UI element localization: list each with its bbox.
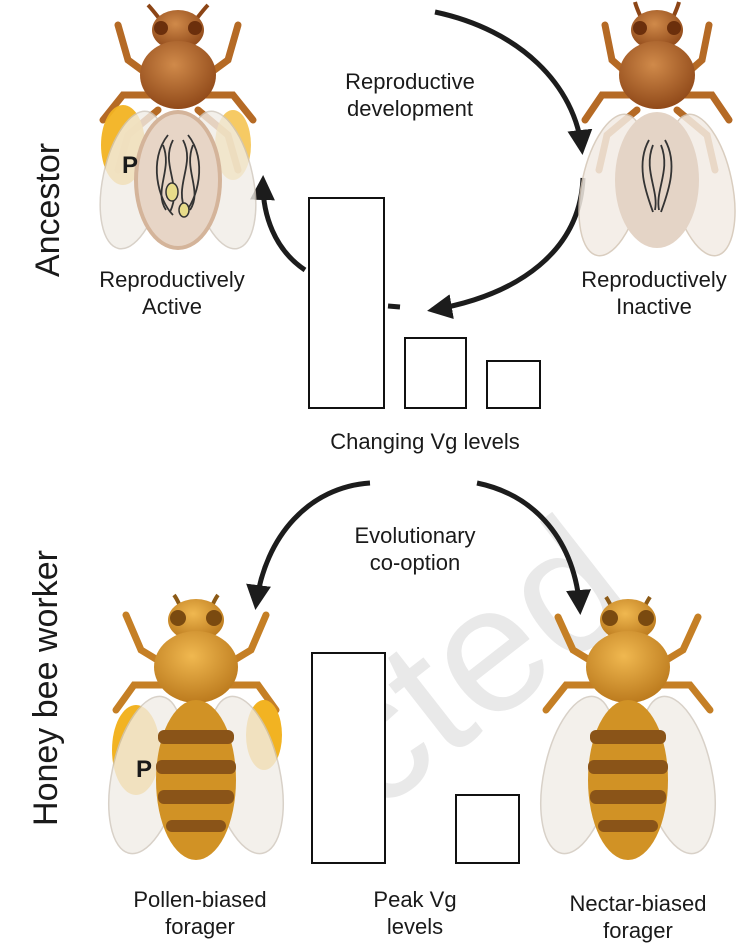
label-changing-vg-levels: Changing Vg levels	[280, 428, 570, 455]
label-line: Pollen-biased	[100, 886, 300, 913]
label-line: Peak Vg	[355, 886, 475, 913]
label-evolutionary-cooption: Evolutionary co-option	[335, 522, 495, 576]
label-nectar-biased-forager: Nectar-biased forager	[538, 890, 738, 944]
label-pollen-biased-forager: Pollen-biased forager	[100, 886, 300, 940]
arrow-to-bars	[388, 178, 583, 310]
ancestor-active-bee	[89, 5, 267, 255]
label-line: forager	[100, 913, 300, 940]
arrow-to-active	[263, 180, 305, 270]
vg-bottom-bar-1	[311, 652, 386, 864]
nectar-forager-bee	[528, 597, 728, 860]
label-reproductively-active: Reproductively Active	[72, 266, 272, 320]
label-line: development	[330, 95, 490, 122]
label-line: Inactive	[559, 293, 749, 320]
label-line: Reproductively	[559, 266, 749, 293]
vg-top-bar-1	[308, 197, 385, 409]
label-reproductively-inactive: Reproductively Inactive	[559, 266, 749, 320]
pollen-forager-bee	[96, 595, 296, 860]
vg-bottom-bar-2	[455, 794, 520, 864]
label-peak-vg-levels: Peak Vg levels	[355, 886, 475, 940]
label-reproductive-development: Reproductive development	[330, 68, 490, 122]
label-line: Reproductively	[72, 266, 272, 293]
pollen-marker-top: P	[118, 152, 142, 179]
side-label-ancestor: Ancestor	[28, 140, 68, 280]
pollen-marker-bottom: P	[132, 756, 156, 783]
vg-top-bar-3	[486, 360, 541, 409]
side-label-honeybee: Honey bee worker	[26, 538, 66, 838]
label-line: Evolutionary	[335, 522, 495, 549]
label-line: co-option	[335, 549, 495, 576]
ancestor-inactive-bee	[568, 2, 747, 262]
label-line: Active	[72, 293, 272, 320]
label-line: levels	[355, 913, 475, 940]
label-line: Nectar-biased	[538, 890, 738, 917]
label-line: Reproductive	[330, 68, 490, 95]
vg-top-bar-2	[404, 337, 467, 409]
label-line: forager	[538, 917, 738, 944]
